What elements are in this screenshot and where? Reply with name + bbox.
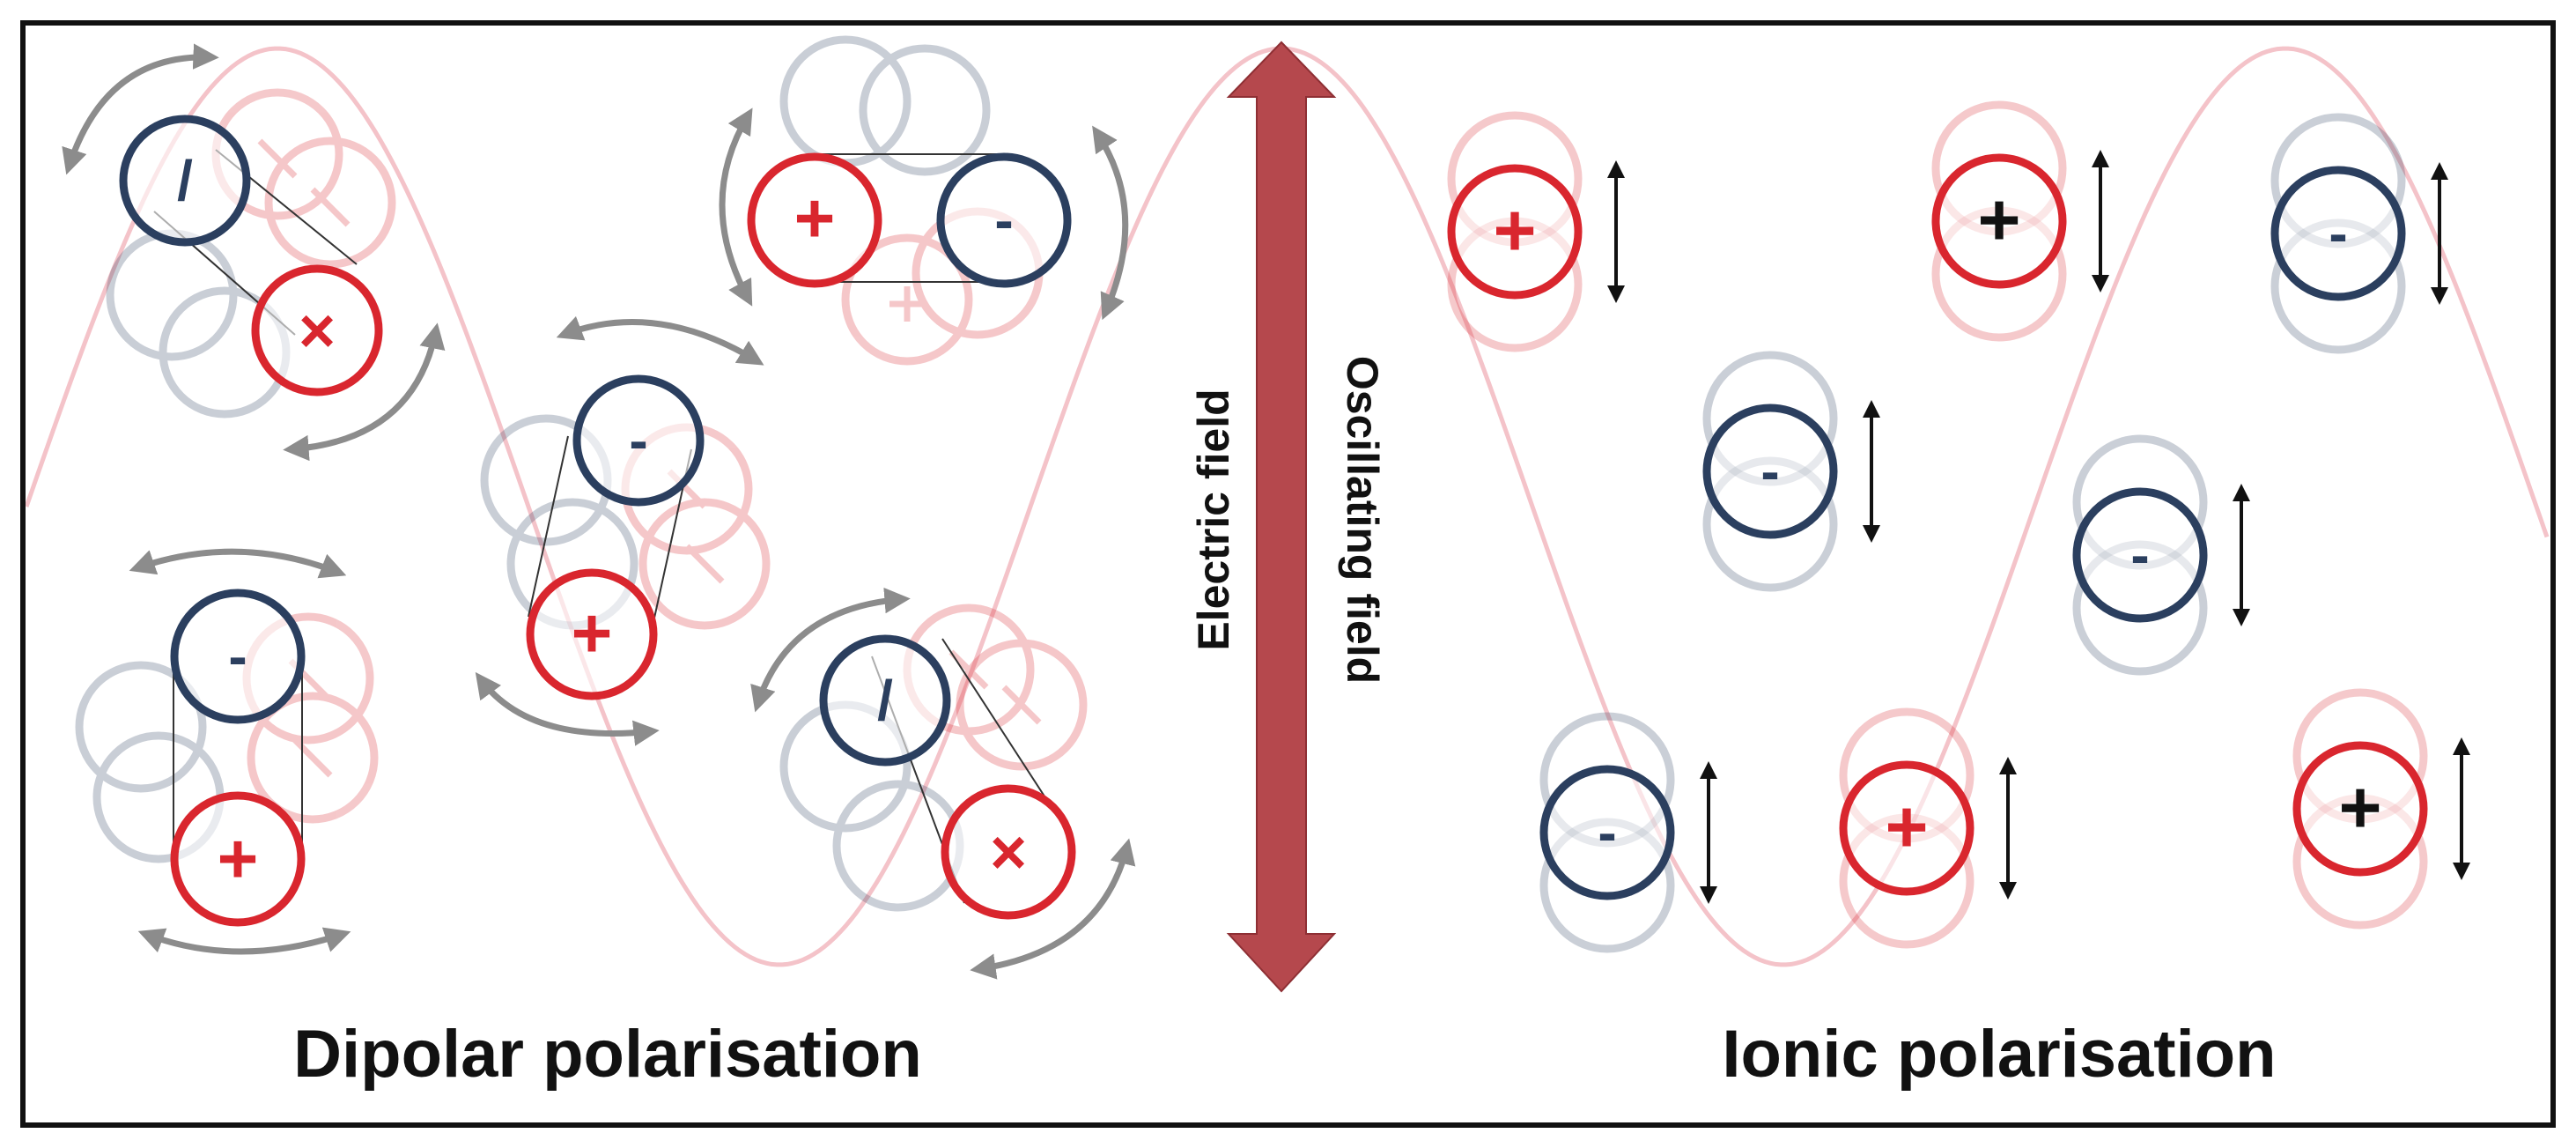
negative-charge-symbol: - <box>629 409 647 472</box>
dipole-molecule: / × <box>62 43 446 462</box>
negative-charge-circle <box>1539 765 1675 900</box>
negative-charge-symbol: - <box>228 625 247 688</box>
dipole-molecule: - + <box>75 548 379 955</box>
rotation-arrow-icon <box>475 671 660 746</box>
rotation-arrow-icon <box>556 315 764 366</box>
electric-field-label: Electric field <box>1189 389 1238 650</box>
negative-charge-circle <box>572 374 705 507</box>
positive-ion: + <box>1931 100 2109 342</box>
positive-charge-symbol: + <box>2338 766 2381 848</box>
dipole-molecule: + - <box>719 35 1129 366</box>
ionic-polarisation-title: Ionic polarisation <box>1722 1017 2276 1092</box>
negative-charge-symbol: - <box>1598 801 1616 864</box>
positive-charge-symbol: + <box>1977 178 2020 261</box>
positive-charge-symbol: × <box>299 296 336 367</box>
rotation-arrow-icon <box>129 548 347 579</box>
rotation-arrow-icon <box>62 43 219 175</box>
negative-charge-circle <box>1702 404 1838 539</box>
oscillating-field-label: Oscillating field <box>1338 356 1387 684</box>
dipole-bond <box>528 435 569 618</box>
positive-charge-symbol: + <box>1885 785 1928 868</box>
negative-ion: - <box>2270 113 2448 354</box>
dipolar-polarisation-panel: / × + - <box>62 35 1136 980</box>
negative-ion: - <box>2072 434 2250 676</box>
rotation-arrow-icon <box>970 838 1136 980</box>
positive-charge-symbol: × <box>990 818 1027 888</box>
electric-field-arrow-icon <box>1226 41 1337 993</box>
positive-charge-circle <box>1931 153 2067 289</box>
rotation-arrow-icon <box>137 927 351 955</box>
dipole-molecule: - + <box>475 315 771 746</box>
positive-ion: + <box>1839 707 2017 949</box>
positive-charge-circle <box>1839 760 1974 896</box>
dipole-ghost-positions <box>75 612 379 863</box>
negative-ion: - <box>1539 712 1717 953</box>
negative-charge-circle <box>936 152 1072 288</box>
negative-charge-circle <box>170 589 306 724</box>
negative-ion: - <box>1702 351 1880 592</box>
positive-charge-symbol: + <box>1493 189 1536 271</box>
dipole-bond <box>941 638 1049 803</box>
negative-charge-symbol: / <box>177 149 193 212</box>
negative-charge-symbol: - <box>1760 440 1779 503</box>
positive-charge-symbol: + <box>218 819 259 898</box>
negative-charge-circle <box>2270 166 2406 301</box>
rotation-arrow-icon <box>1092 125 1129 321</box>
positive-charge-circle <box>2292 741 2428 877</box>
rotation-arrow-icon <box>719 107 753 307</box>
dipole-molecule: / × <box>750 587 1136 980</box>
diagram-frame <box>20 20 2556 1128</box>
positive-ion: + <box>1447 111 1625 352</box>
rotation-arrow-icon <box>283 322 446 462</box>
positive-charge-circle <box>1447 164 1583 300</box>
negative-charge-symbol: - <box>2329 202 2347 265</box>
positive-ion: + <box>2292 688 2470 930</box>
negative-charge-circle <box>2072 487 2208 623</box>
positive-charge-symbol: + <box>572 594 613 672</box>
positive-charge-circle <box>170 791 306 927</box>
negative-charge-symbol: - <box>994 189 1013 252</box>
dipolar-polarisation-title: Dipolar polarisation <box>293 1017 922 1092</box>
ionic-polarisation-panel: + + - - - - + + <box>1447 100 2470 953</box>
negative-charge-symbol: / <box>877 669 893 732</box>
rotation-arrow-icon <box>750 587 911 713</box>
negative-charge-symbol: - <box>2130 523 2149 587</box>
positive-charge-symbol: + <box>794 179 836 257</box>
